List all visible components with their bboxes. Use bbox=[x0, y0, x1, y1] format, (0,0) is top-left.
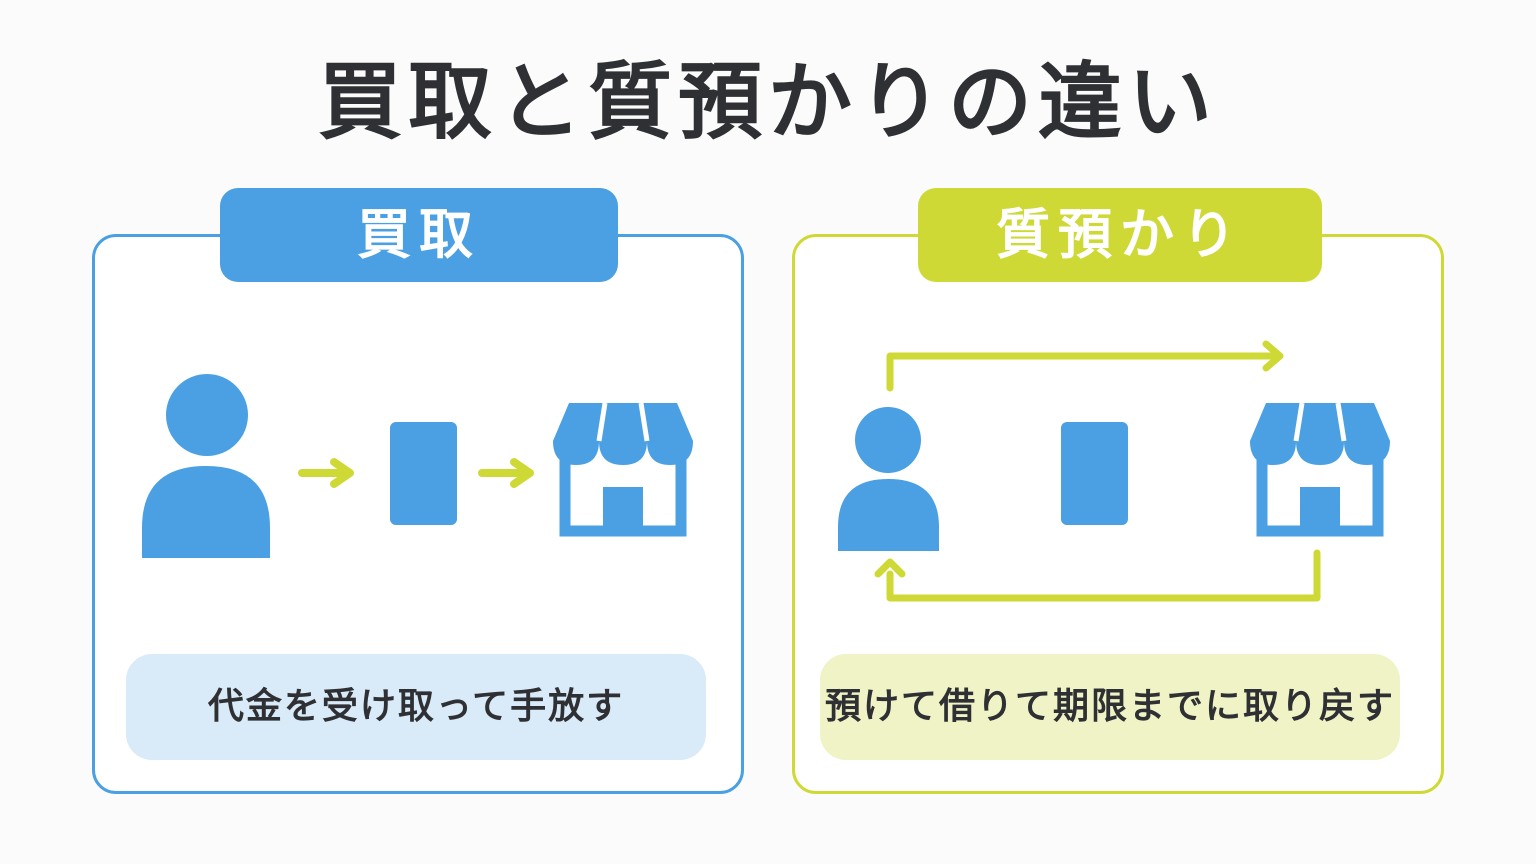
buy-person-icon bbox=[142, 374, 270, 558]
buy-arrow-right-icon bbox=[298, 458, 354, 488]
pawn-item-icon bbox=[1061, 422, 1128, 525]
pawn-person-icon bbox=[838, 407, 939, 551]
buy-shop-icon bbox=[553, 403, 693, 531]
pawn-arrow-to-shop-icon bbox=[886, 340, 1284, 392]
pawn-caption: 預けて借りて期限までに取り戻す bbox=[820, 654, 1400, 760]
pawn-arrow-back-to-person-icon bbox=[874, 549, 1321, 602]
buy-caption: 代金を受け取って手放す bbox=[126, 654, 706, 760]
pawn-shop-icon bbox=[1250, 403, 1390, 531]
page-title: 買取と質預かりの違い bbox=[317, 53, 1218, 151]
buy-arrow-right-icon-2 bbox=[478, 458, 534, 488]
buy-label: 買取 bbox=[220, 188, 618, 282]
buy-item-icon bbox=[390, 422, 457, 525]
pawn-label: 質預かり bbox=[918, 188, 1322, 282]
